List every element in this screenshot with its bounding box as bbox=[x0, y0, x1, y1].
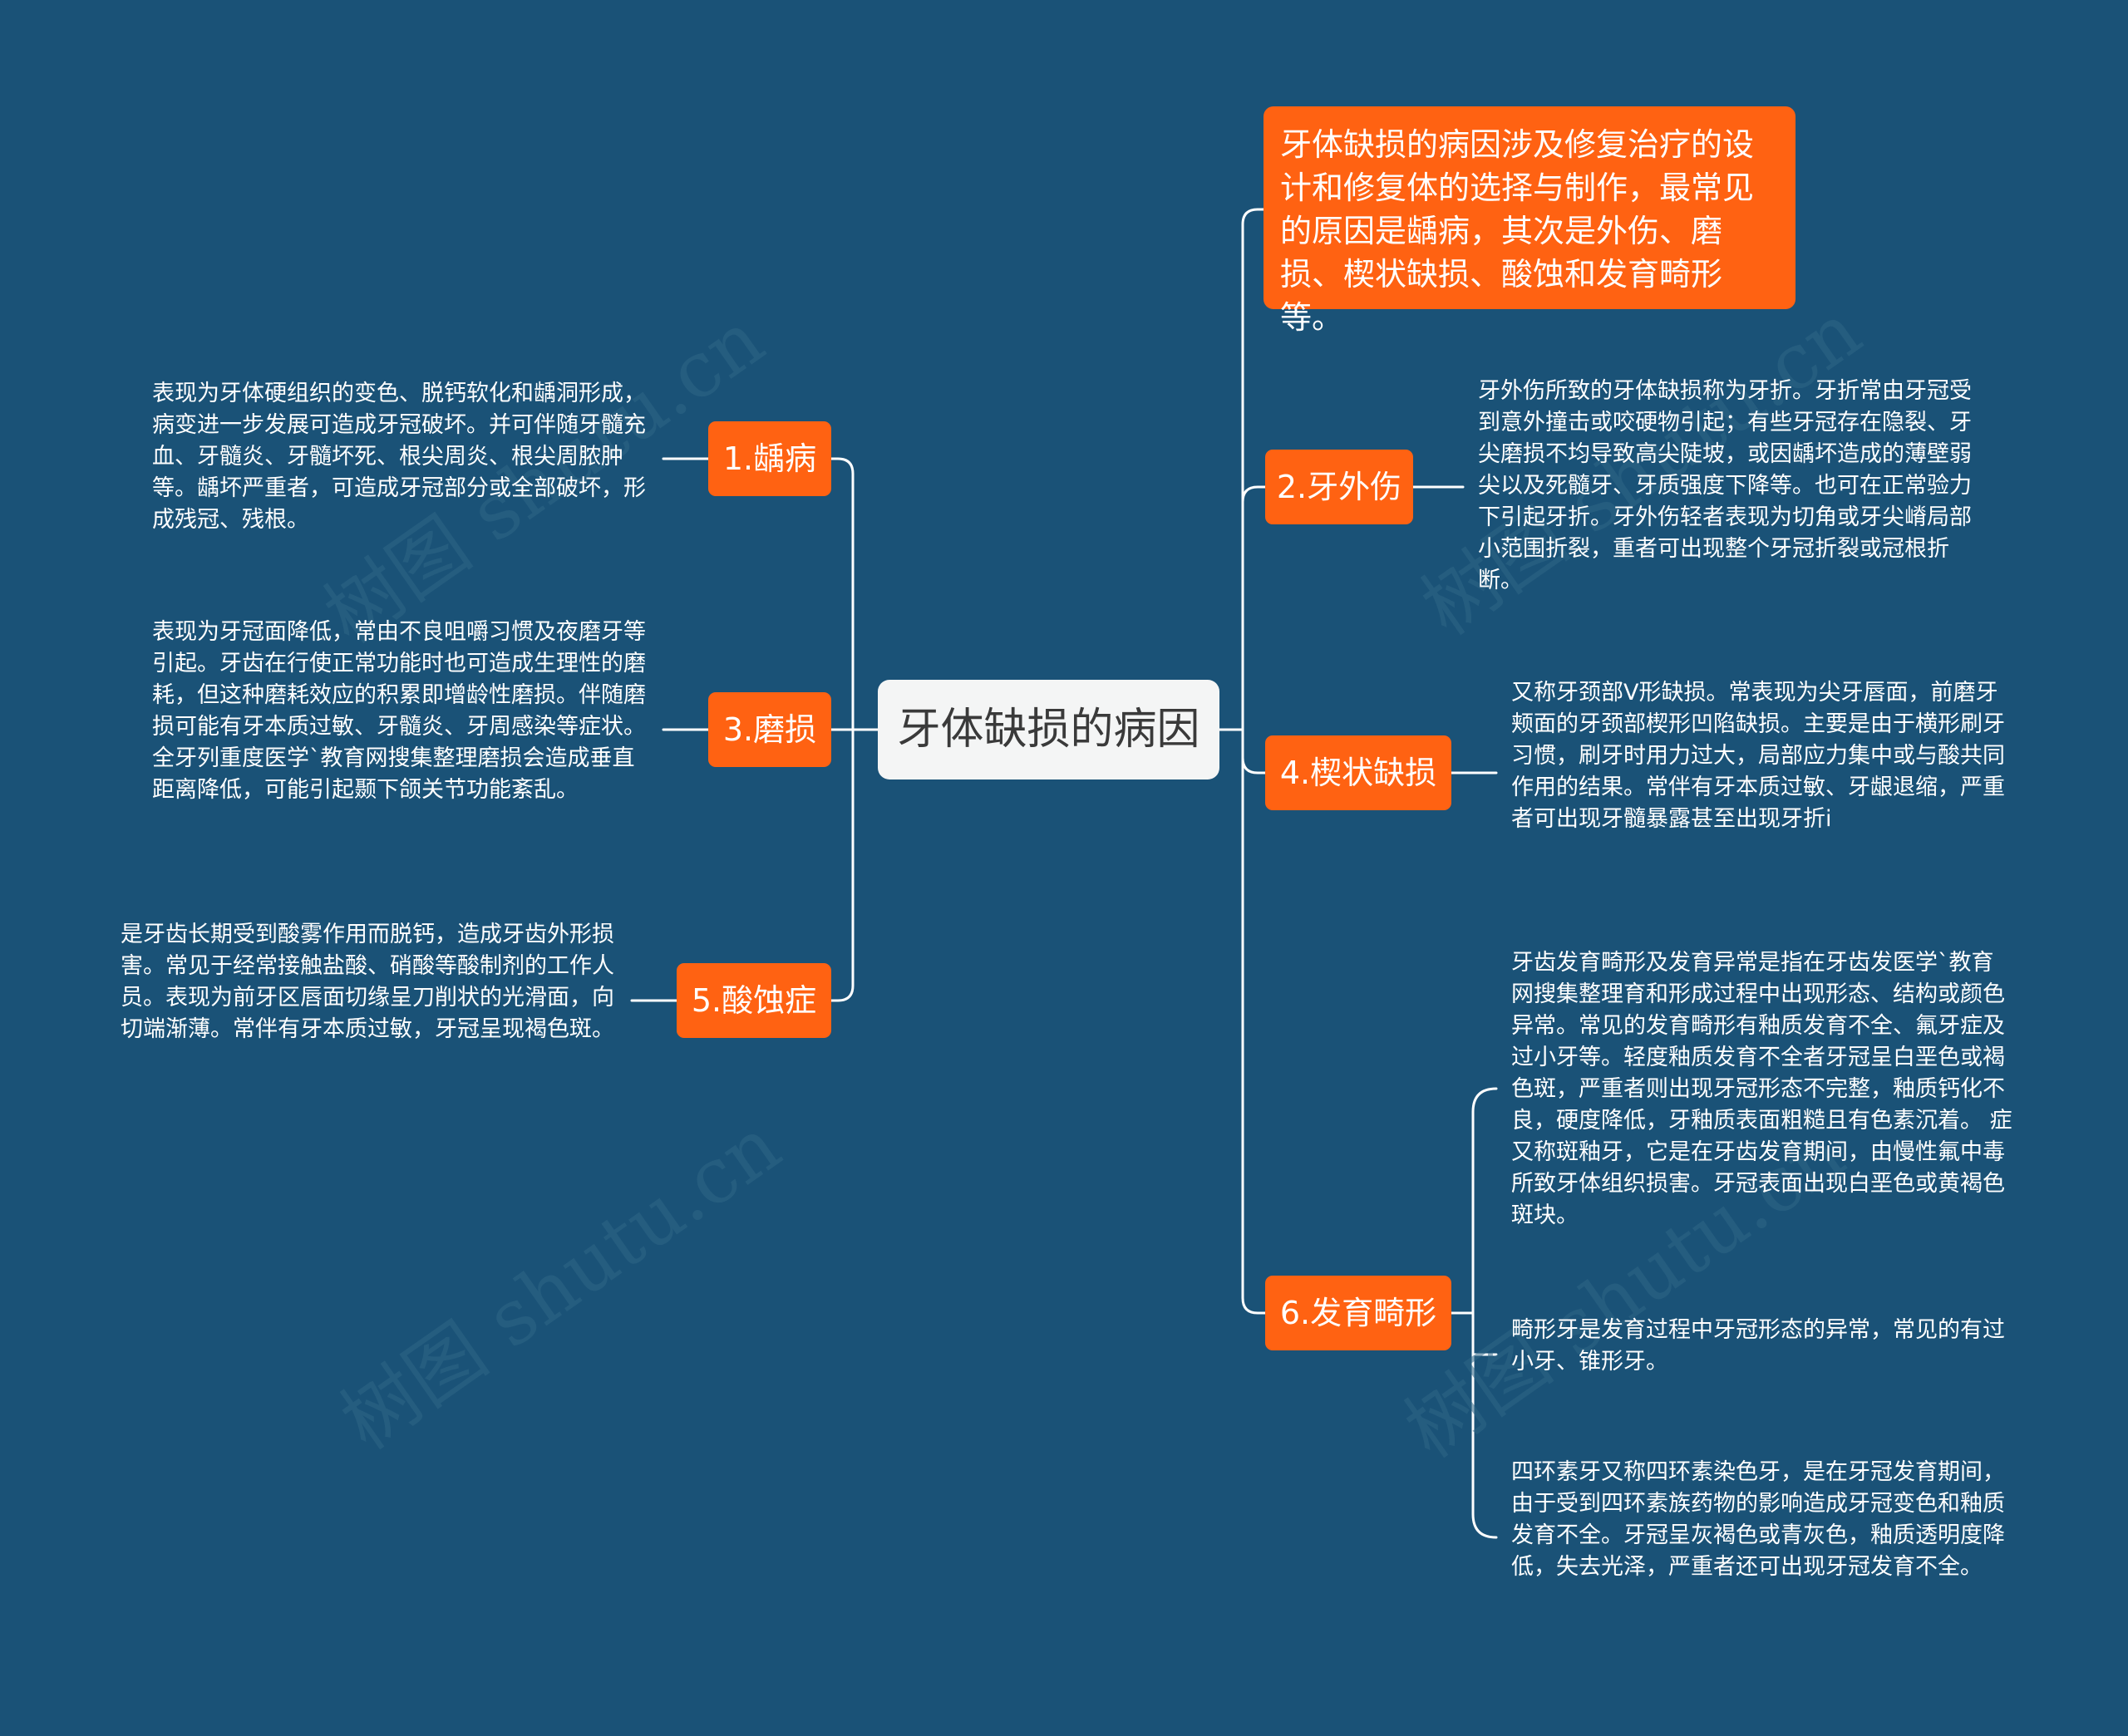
connector-to-dev bbox=[1241, 728, 1267, 1315]
note-wedge: 又称牙颈部V形缺损。常表现为尖牙唇面，前磨牙颊面的牙颈部楔形凹陷缺损。主要是由于… bbox=[1511, 680, 2005, 832]
summary-topic[interactable]: 牙体缺损的病因涉及修复治疗的设计和修复体的选择与制作，最常见的原因是龋病，其次是… bbox=[1264, 106, 1796, 336]
note-erosion: 是牙齿长期受到酸雾作用而脱钙，造成牙齿外形损害。常见于经常接触盐酸、硝酸等酸制剂… bbox=[121, 922, 614, 1042]
branch-caries[interactable]: 1.龋病 bbox=[708, 421, 831, 496]
note-dev-3: 四环素牙又称四环素染色牙，是在牙冠发育期间，由于受到四环素族药物的影响造成牙冠变… bbox=[1511, 1459, 2005, 1580]
note-caries: 表现为牙体硬组织的变色、脱钙软化和龋洞形成，病变进一步发展可造成牙冠破坏。并可伴… bbox=[152, 381, 646, 533]
root-topic[interactable]: 牙体缺损的病因 bbox=[878, 680, 1219, 779]
connector-to-erosion bbox=[830, 728, 855, 1002]
note-wear: 表现为牙冠面降低，常由不良咀嚼习惯及夜磨牙等引起。牙齿在行使正常功能时也可造成生… bbox=[152, 619, 646, 803]
connector-to-trauma bbox=[1241, 485, 1267, 731]
branch-dev[interactable]: 6.发育畸形 bbox=[1265, 1276, 1451, 1350]
note-dev-1: 牙齿发育畸形及发育异常是指在牙齿发医学`教育网搜集整理育和形成过程中出现形态、结… bbox=[1511, 950, 2012, 1228]
connector-to-summary bbox=[1241, 208, 1265, 731]
note-dev-2: 畸形牙是发育过程中牙冠形态的异常，常见的有过小牙、锥形牙。 bbox=[1511, 1317, 2005, 1375]
note-trauma: 牙外伤所致的牙体缺损称为牙折。牙折常由牙冠受到意外撞击或咬硬物引起；有些牙冠存在… bbox=[1478, 378, 1972, 593]
branch-wedge[interactable]: 4.楔状缺损 bbox=[1265, 735, 1451, 810]
branch-trauma[interactable]: 2.牙外伤 bbox=[1265, 450, 1413, 524]
branch-erosion[interactable]: 5.酸蚀症 bbox=[677, 963, 831, 1038]
connector-to-caries bbox=[830, 457, 855, 731]
connector-dev-bracket bbox=[1450, 1087, 1498, 1539]
branch-wear[interactable]: 3.磨损 bbox=[708, 692, 831, 767]
connector-to-wedge bbox=[1241, 728, 1267, 775]
